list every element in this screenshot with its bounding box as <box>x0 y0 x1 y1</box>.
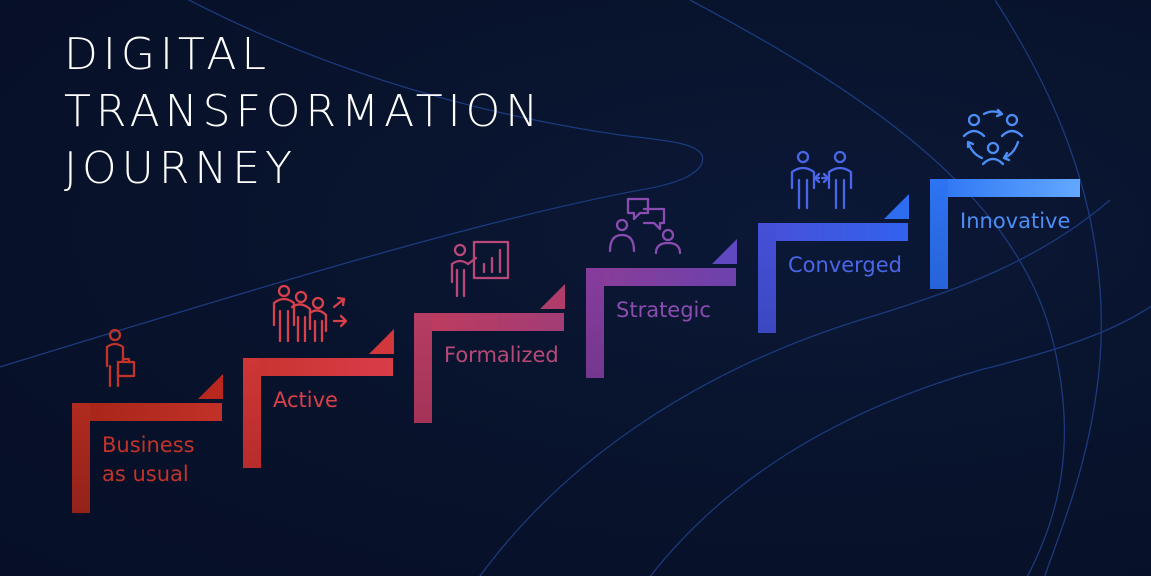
step-corner-triangle <box>540 284 565 309</box>
stage-label: Converged <box>788 253 903 277</box>
stage-business-as-usual: Business as usual <box>72 374 224 563</box>
step-riser <box>586 268 604 378</box>
step-corner-triangle <box>712 239 737 264</box>
step-top-bar <box>758 223 908 241</box>
people-discussing-icon <box>608 197 682 255</box>
step-top-bar <box>414 313 564 331</box>
step-top-bar <box>586 268 736 286</box>
stage-strategic: Strategic <box>586 239 738 428</box>
stage-label: Active <box>273 388 338 412</box>
two-people-exchange-icon <box>790 150 853 210</box>
page-title: DIGITAL TRANSFORMATION JOURNEY <box>64 26 543 197</box>
stage-active: Active <box>243 329 395 518</box>
collaboration-cycle-icon <box>962 108 1024 166</box>
step-riser <box>243 358 261 468</box>
group-moving-forward-icon <box>272 285 348 343</box>
presenter-chart-icon <box>450 240 510 298</box>
step-riser <box>930 179 948 289</box>
title-line-2: TRANSFORMATION <box>64 86 544 137</box>
step-riser <box>72 403 90 513</box>
stage-label: Strategic <box>616 298 711 322</box>
stage-formalized: Formalized <box>414 284 566 473</box>
stage-label: Innovative <box>960 209 1071 233</box>
stage-converged: Converged <box>758 194 910 383</box>
stage-label: Formalized <box>444 343 559 367</box>
stage-innovative: Innovative <box>930 179 1082 339</box>
stage-label: Business as usual <box>102 433 195 486</box>
step-top-bar <box>930 179 1080 197</box>
step-top-bar <box>243 358 393 376</box>
step-riser <box>758 223 776 333</box>
person-with-briefcase-icon <box>105 328 136 388</box>
step-corner-triangle <box>884 194 909 219</box>
title-line-3: JOURNEY <box>64 143 297 194</box>
step-riser <box>414 313 432 423</box>
step-corner-triangle <box>369 329 394 354</box>
title-line-1: DIGITAL <box>64 29 272 80</box>
step-top-bar <box>72 403 222 421</box>
step-corner-triangle <box>198 374 223 399</box>
